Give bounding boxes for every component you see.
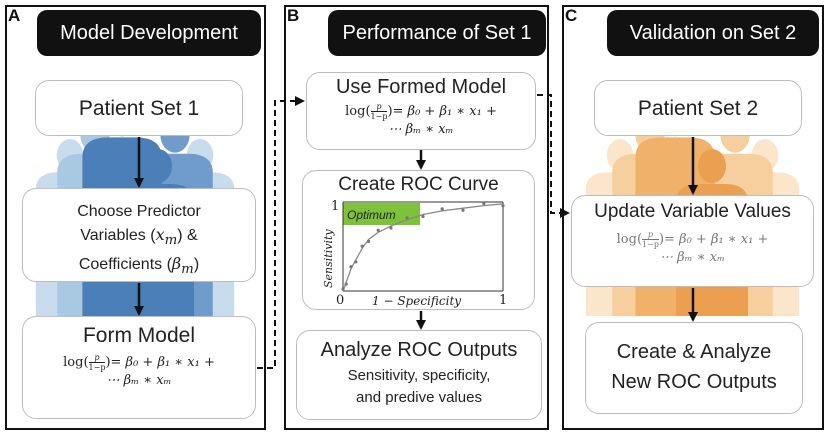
roc-point (349, 265, 353, 269)
create-analyze-line2: New ROC Outputs (611, 371, 777, 393)
roc-point (440, 207, 444, 211)
panel-b-title: Performance of Set 1 (328, 10, 546, 56)
roc-optimum-label: Optimum (347, 208, 396, 222)
patient-set-2-label: Patient Set 2 (637, 97, 759, 120)
choose-predictor-line1: Choose Predictor (77, 203, 201, 220)
roc-point (501, 204, 505, 208)
create-roc-curve-label: Create ROC Curve (338, 174, 499, 195)
analyze-roc-line2: and predive values (356, 389, 482, 406)
analyze-roc-outputs-label: Analyze ROC Outputs (320, 339, 518, 361)
choose-predictor-line3: Coefficients (βm) (78, 254, 200, 278)
roc-plot: Optimum 1 0 1 1 − Specificity Sensitivit… (322, 199, 507, 308)
analyze-roc-line1: Sensitivity, specificity, (347, 367, 491, 384)
panel-letter-a: A (8, 6, 21, 25)
update-variable-values-label: Update Variable Values (594, 201, 791, 222)
choose-predictor-box: Choose Predictor Variables (xm) & Coeffi… (22, 188, 256, 282)
create-analyze-box: Create & Analyze New ROC Outputs (585, 322, 803, 414)
roc-point (405, 216, 409, 220)
roc-point (389, 226, 393, 230)
roc-point (344, 282, 348, 286)
roc-point (421, 214, 425, 219)
patient-set-1-box: Patient Set 1 (35, 80, 243, 136)
roc-x-label: 1 − Specificity (372, 294, 461, 308)
roc-point (341, 287, 345, 291)
analyze-roc-outputs-box: Analyze ROC Outputs Sensitivity, specifi… (296, 330, 542, 420)
panel-c-title: Validation on Set 2 (607, 10, 819, 56)
roc-point (367, 239, 371, 243)
roc-x-tick-left: 0 (336, 293, 344, 308)
roc-point (482, 201, 486, 206)
roc-y-label: Sensitivity (322, 229, 335, 288)
panel-letter-b: B (287, 6, 300, 25)
use-formed-model-label: Use Formed Model (335, 76, 507, 98)
dashed-connector-b-to-c (537, 94, 570, 218)
roc-point (360, 244, 364, 248)
patient-set-1-label: Patient Set 1 (78, 97, 200, 120)
roc-x-tick-right: 1 (499, 293, 507, 308)
patient-set-2-box: Patient Set 2 (594, 80, 802, 136)
create-analyze-line1: Create & Analyze (616, 341, 772, 363)
roc-optimum-region (343, 203, 420, 225)
roc-point (376, 228, 380, 232)
roc-y-tick-top: 1 (331, 199, 339, 214)
roc-point (354, 260, 358, 264)
panel-letter-c: C (565, 6, 578, 25)
create-roc-curve-box: Create ROC Curve (302, 170, 535, 310)
roc-point (461, 208, 465, 212)
choose-predictor-line2: Variables (xm) & (80, 225, 198, 249)
dashed-connector-a-to-b (257, 96, 305, 369)
form-model-label: Form Model (82, 324, 196, 347)
panel-a-title: Model Development (37, 10, 261, 56)
